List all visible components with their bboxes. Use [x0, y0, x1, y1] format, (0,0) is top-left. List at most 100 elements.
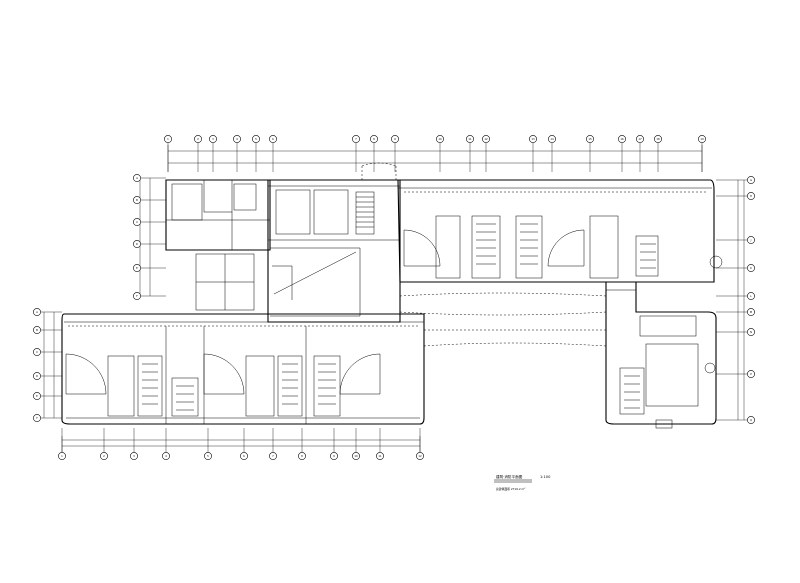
right-axis-circle [747, 416, 755, 424]
left-axis-bubble: B [133, 196, 141, 204]
left-axis-label: B [36, 328, 38, 332]
bottom-axis-label: 3 [133, 454, 135, 458]
top-axis-label: 14 [550, 137, 554, 141]
top-axis-circle [586, 135, 594, 143]
bottom-axis-label: 12 [418, 454, 422, 458]
top-axis-circle [352, 135, 360, 143]
top-axis-circle [618, 135, 626, 143]
left-axis-label: F [136, 294, 138, 298]
bottom-axis-bubble: 3 [130, 452, 138, 460]
left-axis-label: A [136, 176, 138, 180]
top-axis-bubble: 13 [529, 135, 537, 143]
left-axis-bubble: C [33, 348, 41, 356]
top-axis-circle [698, 135, 706, 143]
lower-right-block [605, 281, 717, 429]
bottom-axis-label: 11 [378, 454, 382, 458]
top-axis-bubble: 2 [194, 135, 202, 143]
bottom-axis-label: 1 [61, 454, 63, 458]
top-axis-circle [252, 135, 260, 143]
bottom-axis-circle [352, 452, 360, 460]
top-axis-bubble: 11 [466, 135, 474, 143]
bottom-axis-label: 6 [243, 454, 245, 458]
top-axis-circle [654, 135, 662, 143]
right-axis-label: L [750, 294, 752, 298]
bottom-axis-label: 10 [354, 454, 358, 458]
top-axis-bubble: 7 [352, 135, 360, 143]
left-axis-circle [33, 372, 41, 380]
bottom-axis-bubble: 9 [330, 452, 338, 460]
top-axis-circle [466, 135, 474, 143]
left-axis-bubble: C [133, 218, 141, 226]
left-axis-label: D [136, 242, 138, 246]
top-axis-circle [548, 135, 556, 143]
top-axis-bubble: 19 [698, 135, 706, 143]
top-axis-bubble: 3 [209, 135, 217, 143]
top-axis-label: 4 [236, 137, 238, 141]
left-axis-circle [133, 240, 141, 248]
bottom-axis-bubble: 11 [376, 452, 384, 460]
left-axis-circle [33, 348, 41, 356]
bottom-axis-bubble: 10 [352, 452, 360, 460]
top-axis-label: 17 [638, 137, 642, 141]
right-axis-circle [747, 370, 755, 378]
right-axis-bubble: M [747, 308, 755, 316]
bottom-axis-circle [240, 452, 248, 460]
bottom-axis-circle [416, 452, 424, 460]
top-axis-circle [370, 135, 378, 143]
top-axis-circle [436, 135, 444, 143]
top-axis-bubble: 9 [391, 135, 399, 143]
right-axis-bubble: L [747, 292, 755, 300]
right-axis-label: J [750, 238, 752, 242]
bottom-axis-bubble: 2 [100, 452, 108, 460]
right-axis-label: G [750, 178, 752, 182]
left-axis-label: F [36, 416, 38, 420]
left-axis-bubble: F [33, 414, 41, 422]
right-axis-circle [747, 176, 755, 184]
right-axis-bubble: H [747, 192, 755, 200]
top-axis-label: 16 [620, 137, 624, 141]
top-axis-circle [233, 135, 241, 143]
bottom-axis-circle [100, 452, 108, 460]
bottom-axis-label: 7 [272, 454, 274, 458]
top-axis-label: 15 [588, 137, 592, 141]
left-axis-circle [33, 308, 41, 316]
bottom-axis-label: 8 [301, 454, 303, 458]
left-axis-circle [33, 326, 41, 334]
bottom-axis-circle [204, 452, 212, 460]
right-axis-label: Q [750, 418, 752, 422]
bottom-axis-circle [130, 452, 138, 460]
top-axis-label: 9 [394, 137, 396, 141]
bottom-axis-circle [376, 452, 384, 460]
left-axis-label: C [136, 220, 138, 224]
top-axis-bubble: 17 [636, 135, 644, 143]
left-axis-circle [133, 196, 141, 204]
bottom-axis-label: 2 [103, 454, 105, 458]
bottom-axis-bubble: 4 [162, 452, 170, 460]
bottom-axis-bubble: 8 [298, 452, 306, 460]
bottom-axis-bubble: 7 [269, 452, 277, 460]
top-axis-label: 3 [212, 137, 214, 141]
left-axis-bubbles: A B C D E F A B C D E F [33, 174, 166, 422]
top-axis-label: 13 [531, 137, 535, 141]
right-axis-bubble: G [747, 176, 755, 184]
top-axis-circle [529, 135, 537, 143]
bottom-axis-label: 9 [333, 454, 335, 458]
top-axis-circle [209, 135, 217, 143]
left-axis-bubble: D [33, 372, 41, 380]
left-axis-label: E [136, 266, 138, 270]
right-axis-bubble: Q [747, 416, 755, 424]
left-axis-label: B [136, 198, 138, 202]
top-axis-circle [269, 135, 277, 143]
lower-left-wing [61, 313, 425, 425]
left-axis-bubble: E [33, 392, 41, 400]
left-axis-bubble: D [133, 240, 141, 248]
left-axis-bubble: A [33, 308, 41, 316]
drawing-title-block: 建筑·消防平面图 1:100 总建筑面积 2716.2 m² [494, 474, 551, 491]
bottom-axis-label: 4 [165, 454, 167, 458]
left-axis-label: E [36, 394, 38, 398]
right-axis-circle [747, 328, 755, 336]
left-axis-circle [33, 414, 41, 422]
